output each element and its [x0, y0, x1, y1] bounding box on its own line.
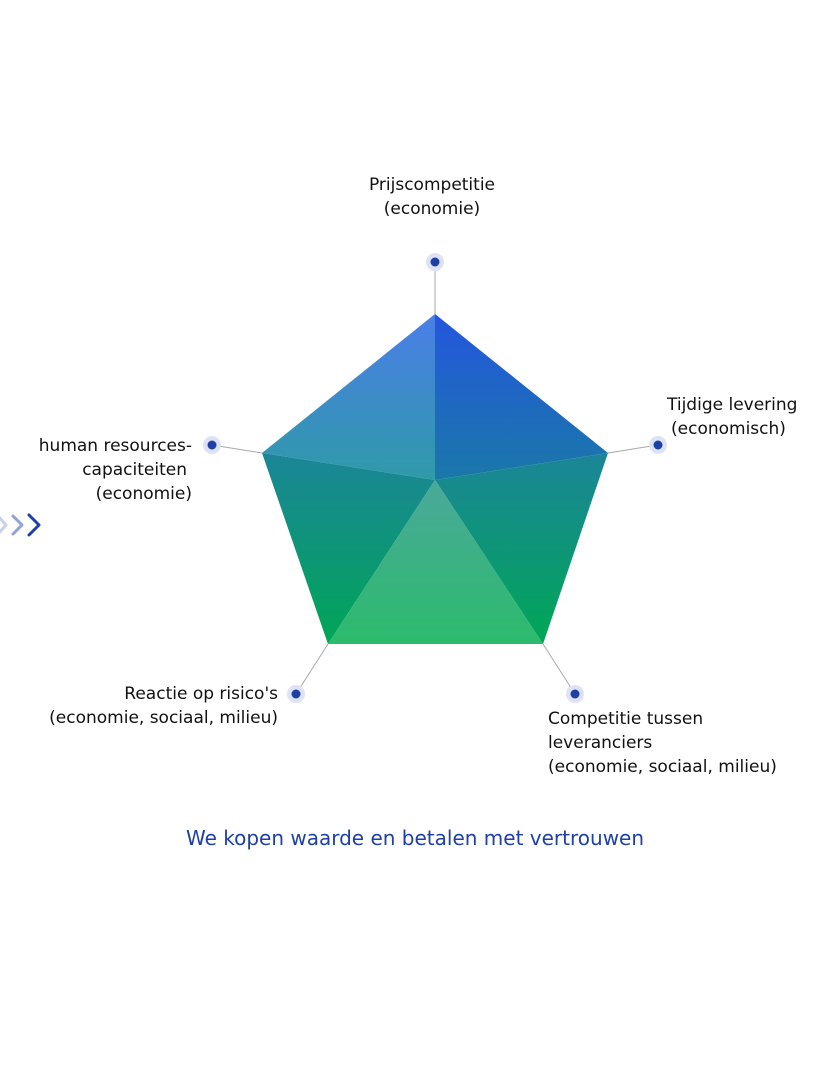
axis-label-line: leveranciers [548, 733, 653, 753]
axis-label-line: human resources- [38, 436, 192, 456]
segment-left [262, 453, 435, 644]
segment-top-right [435, 314, 608, 480]
chevron-right-icon[interactable] [0, 513, 41, 537]
marker-bottom-left [287, 685, 305, 703]
axis-label-line: Tijdige levering [667, 395, 798, 415]
axis-label-line: (economie) [383, 199, 481, 219]
axis-label-line: (economie) [95, 484, 192, 504]
axis-label-bottom-right: Competitie tussen leveranciers (economie… [548, 707, 830, 779]
axis-label-line: capaciteiten [82, 460, 187, 480]
marker-bottom-right [566, 685, 584, 703]
segment-bottom [328, 480, 543, 644]
connector-bottom-left [295, 643, 329, 695]
marker-right [649, 436, 667, 454]
segment-right [435, 453, 608, 644]
axis-label-right: Tijdige levering (economisch) [640, 393, 830, 441]
axis-label-line: Reactie op risico's [124, 684, 278, 704]
tagline: We kopen waarde en betalen met vertrouwe… [185, 826, 645, 850]
axis-label-bottom-left: Reactie op risico's (economie, sociaal, … [20, 682, 278, 730]
axis-label-line: (economisch) [671, 419, 786, 439]
marker-top [426, 253, 444, 271]
axis-label-line: (economie, sociaal, milieu) [49, 708, 278, 728]
marker-left [203, 436, 221, 454]
axis-label-left: human resources- capaciteiten (economie) [0, 434, 192, 506]
segment-top-left [262, 314, 435, 480]
axis-label-line: Competitie tussen [548, 709, 704, 729]
connector-bottom-right [542, 643, 576, 695]
axis-label-top: Prijscompetitie (economie) [332, 173, 532, 221]
axis-label-line: (economie, sociaal, milieu) [548, 757, 777, 777]
axis-label-line: Prijscompetitie [368, 175, 496, 195]
